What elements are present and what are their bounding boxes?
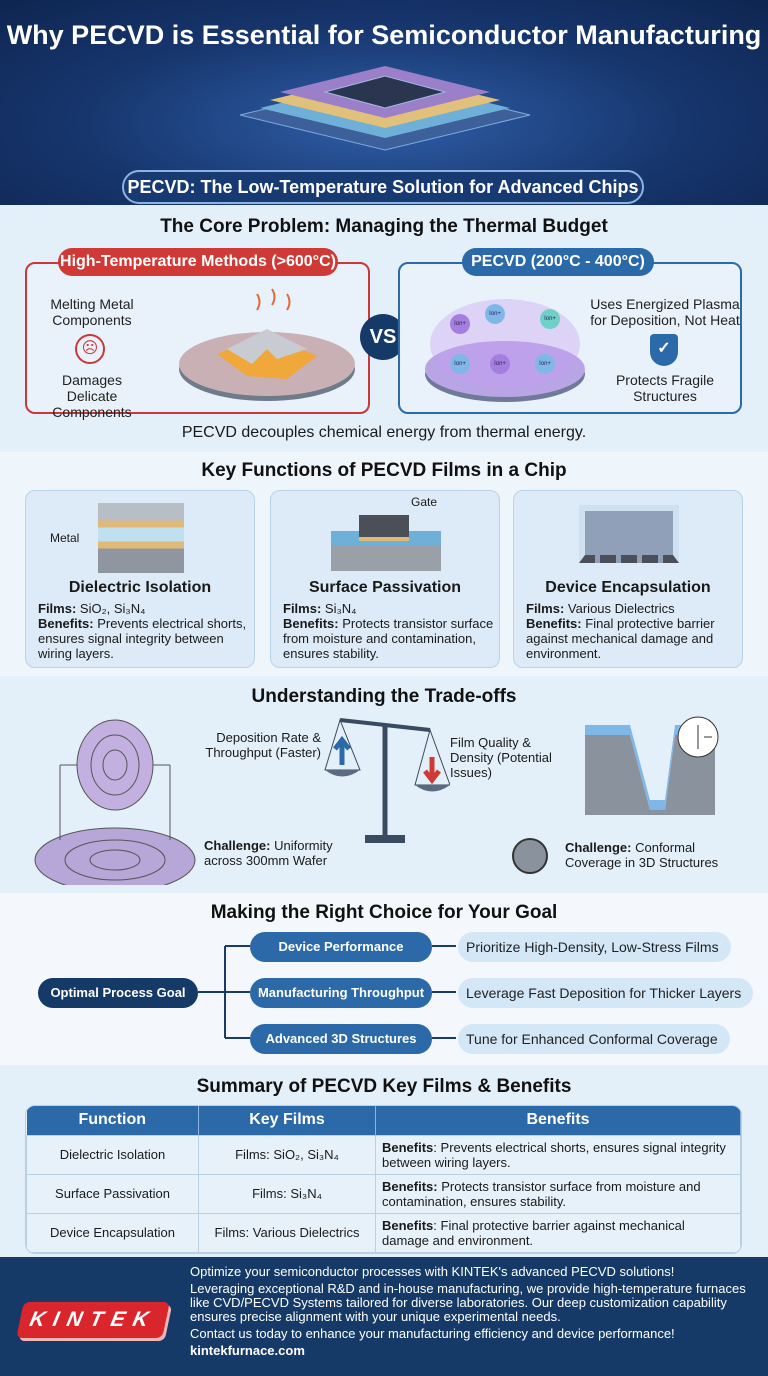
challenge-uniformity: Challenge: Uniformity across 300mm Wafer bbox=[204, 838, 333, 868]
footer-text: Optimize your semiconductor processes wi… bbox=[190, 1265, 760, 1358]
summary-title: Summary of PECVD Key Films & Benefits bbox=[196, 1076, 572, 1097]
chip-package-illustration bbox=[579, 505, 679, 563]
protects-text: Protects Fragile Structures bbox=[615, 372, 715, 404]
pecvd-box: Ion+ Ion+ Ion+ Ion+ Ion+ Ion+ Uses Energ… bbox=[398, 262, 742, 414]
ion-bubble: Ion+ bbox=[485, 304, 505, 324]
shield-check-icon: ✓ bbox=[650, 334, 678, 366]
choice-flow-arrows bbox=[198, 945, 250, 1039]
website-link[interactable]: kintekfurnace.com bbox=[190, 1343, 305, 1358]
sad-face-icon: ☹ bbox=[75, 334, 105, 364]
damages-text: Damages Delicate Components bbox=[52, 372, 132, 420]
thermal-section-title: The Core Problem: Managing the Thermal B… bbox=[160, 216, 608, 237]
balance-scale-icon bbox=[324, 718, 450, 843]
card-dielectric-isolation: Metal Dielectric Isolation Films: SiO₂, … bbox=[25, 490, 255, 668]
ion-bubble: Ion+ bbox=[450, 354, 470, 374]
action-throughput: Leverage Fast Deposition for Thicker Lay… bbox=[458, 978, 754, 1008]
plasma-text: Uses Energized Plasma for Deposition, No… bbox=[590, 296, 740, 328]
layer-stack-illustration bbox=[98, 503, 184, 573]
goal-advanced-3d: Advanced 3D Structures bbox=[250, 1024, 432, 1054]
left-pan-label: Deposition Rate & Throughput (Faster) bbox=[205, 730, 321, 760]
melting-wafer-illustration bbox=[179, 288, 355, 401]
trench-cross-section-icon bbox=[512, 838, 548, 874]
root-goal-node: Optimal Process Goal bbox=[38, 978, 198, 1008]
subtitle-banner: PECVD: The Low-Temperature Solution for … bbox=[122, 170, 644, 204]
ion-bubble: Ion+ bbox=[490, 354, 510, 374]
ion-bubble: Ion+ bbox=[450, 314, 470, 334]
high-temp-tag: High-Temperature Methods (>600°C) bbox=[58, 248, 338, 276]
benefits-value: Final protective barrier against mechani… bbox=[526, 616, 715, 661]
films-value: Si₃N₄ bbox=[324, 601, 357, 616]
trench-structure-illustration bbox=[585, 716, 719, 815]
gate-label: Gate bbox=[411, 495, 438, 509]
card-title: Surface Passivation bbox=[308, 579, 462, 596]
choice-result-arrows bbox=[432, 945, 456, 1039]
header-function: Function bbox=[26, 1106, 199, 1135]
action-3d: Tune for Enhanced Conformal Coverage bbox=[458, 1024, 730, 1054]
gate-block bbox=[359, 515, 409, 541]
card-title: Dielectric Isolation bbox=[68, 579, 212, 596]
films-value: Various Dielectrics bbox=[567, 601, 675, 616]
action-device-performance: Prioritize High-Density, Low-Stress Film… bbox=[458, 932, 731, 962]
thermal-caption: PECVD decouples chemical energy from the… bbox=[181, 424, 587, 441]
functions-title: Key Functions of PECVD Films in a Chip bbox=[201, 460, 567, 481]
ion-bubble: Ion+ bbox=[540, 309, 560, 329]
page-title: Why PECVD is Essential for Semiconductor… bbox=[6, 20, 762, 50]
right-pan-label: Film Quality & Density (Potential Issues… bbox=[450, 735, 552, 780]
pecvd-tag: PECVD (200°C - 400°C) bbox=[462, 248, 654, 276]
benefits-value: Protects transistor surface from moistur… bbox=[283, 616, 494, 661]
choice-title: Making the Right Choice for Your Goal bbox=[210, 902, 558, 923]
header-benefits: Benefits bbox=[375, 1106, 741, 1135]
card-device-encapsulation: Device Encapsulation Films: Various Diel… bbox=[513, 490, 743, 668]
tradeoffs-title: Understanding the Trade-offs bbox=[251, 686, 517, 707]
plasma-wafer-illustration bbox=[425, 299, 585, 402]
metal-label: Metal bbox=[50, 531, 80, 545]
benefits-value: Prevents electrical shorts, ensures sign… bbox=[38, 616, 247, 661]
ion-bubble: Ion+ bbox=[535, 354, 555, 374]
card-title: Device Encapsulation bbox=[545, 579, 711, 596]
goal-device-performance: Device Performance bbox=[250, 932, 432, 962]
melting-text: Melting Metal Components bbox=[50, 296, 134, 328]
high-temp-box: Melting Metal Components ☹ Damages Delic… bbox=[25, 262, 370, 420]
kintek-logo: KINTEK bbox=[16, 1302, 170, 1338]
challenge-conformal: Challenge: Conformal Coverage in 3D Stru… bbox=[565, 840, 719, 870]
header-key-films: Key Films bbox=[198, 1106, 376, 1135]
goal-manufacturing-throughput: Manufacturing Throughput bbox=[250, 978, 432, 1008]
wafer-uniformity-illustration bbox=[34, 719, 196, 885]
films-value: SiO₂, Si₃N₄ bbox=[79, 601, 146, 616]
chip-stack-illustration bbox=[239, 66, 531, 151]
